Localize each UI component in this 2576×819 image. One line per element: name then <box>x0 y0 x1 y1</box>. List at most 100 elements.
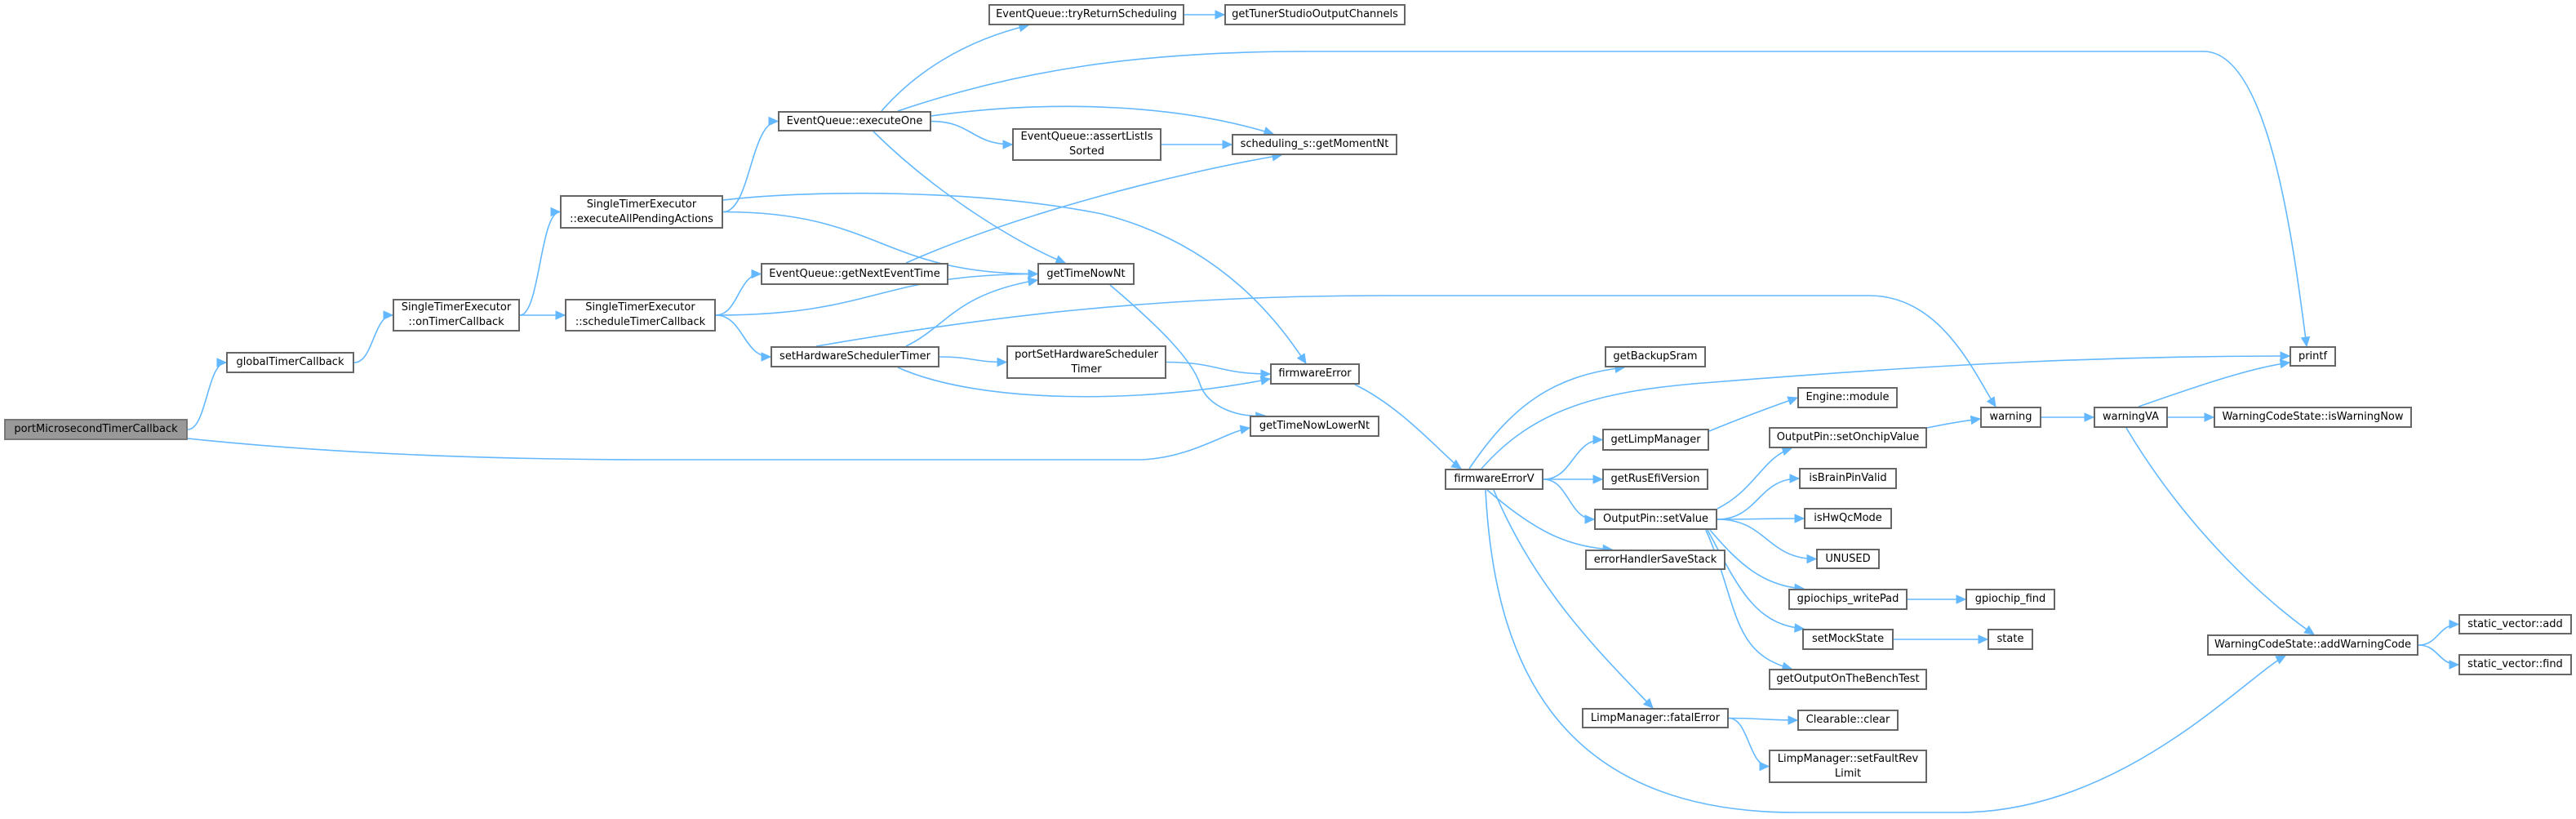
edge-setValue-to-writePad <box>1709 529 1805 590</box>
node-svAdd[interactable]: static_vector::add <box>2458 614 2572 634</box>
edge-warningVA-to-printf <box>2138 362 2290 407</box>
node-label: ::executeAllPendingActions <box>570 212 713 225</box>
edge-warningVA-to-addWarning-arrowhead <box>2303 625 2316 635</box>
node-label: portMicrosecondTimerCallback <box>14 423 178 435</box>
edge-fwErrorV-to-fatal-arrowhead <box>1642 697 1654 709</box>
node-label: Clearable::clear <box>1805 714 1890 726</box>
edge-setValue-to-hwQc-arrowhead <box>1794 514 1805 523</box>
edge-limpMgr-to-engineModule <box>1708 397 1798 432</box>
node-clear[interactable]: Clearable::clear <box>1797 710 1899 731</box>
node-onchip[interactable]: OutputPin::setOnchipValue <box>1769 427 1927 448</box>
edge-fwErrorV-to-limpMgr <box>1543 438 1603 480</box>
node-label: ::onTimerCallback <box>408 316 504 328</box>
node-label: SingleTimerExecutor <box>586 198 697 211</box>
edge-execOne-to-timeNow <box>873 131 1066 264</box>
edge-port-to-global <box>187 362 227 430</box>
edge-limpMgr-to-engineModule-arrowhead <box>1787 396 1799 406</box>
node-timeLower[interactable]: getTimeNowLowerNt <box>1250 416 1379 437</box>
node-backupSram[interactable]: getBackupSram <box>1605 346 1706 367</box>
edge-execOne-to-printf-arrowhead <box>2300 336 2311 348</box>
node-timeNow[interactable]: getTimeNowNt <box>1037 263 1135 285</box>
edge-setHW-to-warning-arrowhead <box>1986 396 1996 408</box>
node-port[interactable]: portMicrosecondTimerCallback <box>4 419 188 440</box>
node-label: SingleTimerExecutor <box>401 301 512 314</box>
node-engineModule[interactable]: Engine::module <box>1797 387 1898 408</box>
edge-setValue-to-unused <box>1717 519 1817 560</box>
edge-fwErrorV-to-printf <box>1481 355 2290 470</box>
edge-execOne-to-moment <box>930 105 1274 135</box>
node-label: getTunerStudioOutputChannels <box>1232 8 1398 20</box>
edge-setValue-to-brainPin-arrowhead <box>1789 474 1801 483</box>
edge-fwErrorV-to-printf-arrowhead <box>2280 351 2291 361</box>
node-label: gpiochips_writePad <box>1797 593 1899 605</box>
node-label: ::scheduleTimerCallback <box>575 316 706 328</box>
node-isWarningNow[interactable]: WarningCodeState::isWarningNow <box>2214 407 2412 428</box>
edge-warning-to-warningVA-arrowhead <box>2084 412 2095 422</box>
node-global[interactable]: globalTimerCallback <box>226 352 354 373</box>
node-label: OutputPin::setValue <box>1603 513 1708 525</box>
node-label: getLimpManager <box>1610 433 1701 446</box>
node-gpioFind[interactable]: gpiochip_find <box>1965 589 2055 610</box>
node-state[interactable]: state <box>1988 629 2033 650</box>
node-tryReturn[interactable]: EventQueue::tryReturnScheduling <box>988 4 1184 25</box>
node-label: Engine::module <box>1805 391 1890 403</box>
edge-setHW-to-fwError <box>897 367 1271 398</box>
node-nextEvent[interactable]: EventQueue::getNextEventTime <box>761 263 948 285</box>
edge-global-to-onTimer <box>353 314 393 363</box>
node-moment[interactable]: scheduling_s::getMomentNt <box>1232 134 1397 155</box>
edge-portSetHW-to-fwError <box>1166 361 1271 375</box>
node-setValue[interactable]: OutputPin::setValue <box>1594 509 1717 530</box>
edge-fwErrorV-to-addWarning-arrowhead <box>2275 655 2287 665</box>
node-svFind[interactable]: static_vector::find <box>2458 654 2572 675</box>
edge-setValue-to-mockState-arrowhead <box>1794 623 1805 633</box>
edge-portSetHW-to-fwError-arrowhead <box>1260 369 1272 379</box>
node-printf[interactable]: printf <box>2290 346 2336 367</box>
node-execOne[interactable]: EventQueue::executeOne <box>778 111 931 131</box>
node-saveStack[interactable]: errorHandlerSaveStack <box>1585 550 1725 570</box>
node-limpMgr[interactable]: getLimpManager <box>1602 429 1709 451</box>
edge-setHW-to-timeNow-arrowhead <box>1027 277 1039 287</box>
edge-fwErrorV-to-limpMgr-arrowhead <box>1592 434 1604 445</box>
node-label: errorHandlerSaveStack <box>1593 553 1717 566</box>
node-execAll[interactable]: SingleTimerExecutor::executeAllPendingAc… <box>560 195 723 229</box>
node-warning[interactable]: warning <box>1980 407 2041 428</box>
edge-setHW-to-fwError-arrowhead <box>1259 376 1272 385</box>
node-label: isHwQcMode <box>1814 512 1882 524</box>
edge-schedule-to-setHW <box>715 314 771 358</box>
node-warningVA[interactable]: warningVA <box>2094 407 2168 428</box>
node-label: OutputPin::setOnchipValue <box>1776 431 1920 443</box>
node-fwError[interactable]: firmwareError <box>1270 363 1360 385</box>
node-label: WarningCodeState::addWarningCode <box>2214 639 2412 651</box>
node-label: warningVA <box>2102 411 2159 423</box>
edge-setValue-to-mockState <box>1707 529 1805 630</box>
node-rusEfi[interactable]: getRusEfiVersion <box>1602 469 1708 490</box>
edge-global-to-onTimer-arrowhead <box>383 310 394 320</box>
edge-setHW-to-portSetHW <box>939 356 1007 363</box>
node-fatal[interactable]: LimpManager::fatalError <box>1582 708 1729 728</box>
node-label: Limit <box>1834 767 1862 780</box>
edge-fatal-to-faultRev <box>1728 717 1770 768</box>
node-hwQc[interactable]: isHwQcMode <box>1804 508 1892 529</box>
edge-execAll-to-fwError-arrowhead <box>1296 353 1307 365</box>
node-brainPin[interactable]: isBrainPinValid <box>1799 468 1897 489</box>
node-setHW[interactable]: setHardwareSchedulerTimer <box>771 346 939 367</box>
node-mockState[interactable]: setMockState <box>1802 629 1894 650</box>
node-benchTest[interactable]: getOutputOnTheBenchTest <box>1769 669 1927 690</box>
node-unused[interactable]: UNUSED <box>1816 549 1880 569</box>
node-writePad[interactable]: gpiochips_writePad <box>1788 589 1908 610</box>
node-tuner[interactable]: getTunerStudioOutputChannels <box>1224 4 1406 25</box>
edge-mockState-to-state-arrowhead <box>1978 634 1989 644</box>
node-addWarning[interactable]: WarningCodeState::addWarningCode <box>2207 634 2418 656</box>
edge-port-to-timeLower <box>187 427 1250 461</box>
node-label: getTimeNowLowerNt <box>1259 420 1370 432</box>
edge-execAll-to-timeNow <box>722 211 1038 275</box>
node-schedule[interactable]: SingleTimerExecutor::scheduleTimerCallba… <box>565 299 716 332</box>
edge-setValue-to-brainPin <box>1717 478 1800 520</box>
edge-addWarning-to-svAdd-arrowhead <box>2449 619 2460 630</box>
node-onTimer[interactable]: SingleTimerExecutor::onTimerCallback <box>393 299 520 332</box>
node-fwErrorV[interactable]: firmwareErrorV <box>1445 469 1543 490</box>
